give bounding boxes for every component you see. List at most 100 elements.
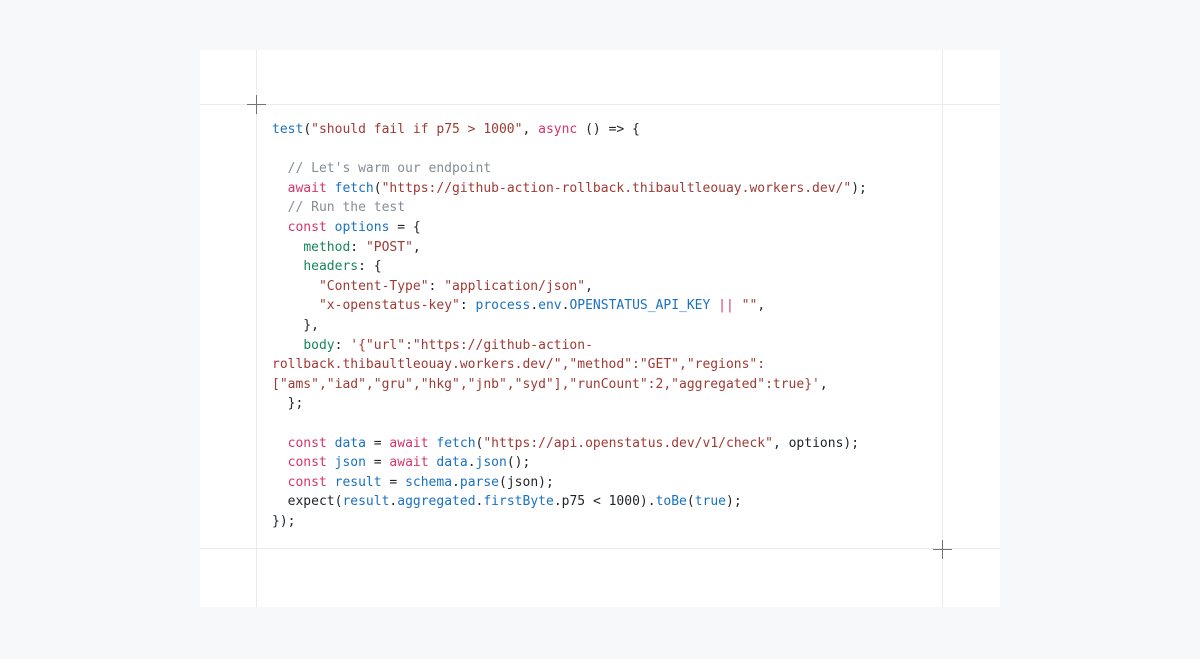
code-token-variable: schema [405,474,453,490]
code-token-plain: : { [358,259,382,275]
code-token-plain: , [522,122,539,137]
code-token-plain [272,436,288,451]
code-token-string: "" [741,298,758,314]
code-line: const json = await data.json(); [272,453,867,473]
frame-line-vertical-left [256,50,257,607]
code-token-plain [327,455,335,470]
code-token-plain: . [389,494,398,510]
code-token-variable: true [694,494,727,510]
code-token-plain [272,455,288,470]
code-line: rollback.thibaultleouay.workers.dev/","m… [272,355,867,375]
code-token-plain: . [530,298,539,314]
code-token-plain: expect( [272,494,343,510]
code-token-plain [710,298,718,313]
code-token-plain: . [467,455,476,471]
code-token-string: ["ams","iad","gru","hkg","jnb","syd"],"r… [272,376,820,392]
code-line: }); [272,512,867,532]
code-token-variable: json [334,455,366,471]
code-token-keyword: await [389,455,429,471]
code-token-plain [734,298,742,313]
frame-line-horizontal-bottom [200,548,1000,549]
code-token-variable: result [342,494,390,510]
code-line: test("should fail if p75 > 1000", async … [272,120,867,140]
code-token-plain: , [757,298,766,314]
code-token-variable: aggregated [397,494,476,510]
code-token-variable: result [334,474,382,490]
code-token-comment: // Run the test [272,200,406,216]
code-token-comment: // Let's warm our endpoint [272,161,492,177]
code-token-plain [272,475,288,490]
code-line [272,414,867,434]
code-token-function: toBe [655,494,687,510]
code-token-plain [327,220,335,235]
code-token-plain: , [819,376,828,392]
code-token-variable: OPENSTATUS_API_KEY [569,298,711,314]
code-token-plain: . [475,494,484,510]
code-token-variable: process [475,298,531,314]
crop-mark-bottom-right-icon [933,540,952,559]
code-token-string: "https://api.openstatus.dev/v1/check" [483,435,773,451]
code-token-function: parse [459,474,500,490]
code-token-plain: . [561,298,570,314]
code-token-property: method [303,239,351,255]
code-token-plain [272,279,319,294]
code-line [272,140,867,160]
code-token-keyword: async [538,122,578,137]
code-token-plain: }; [272,396,304,412]
code-line: // Run the test [272,198,867,218]
frame-line-vertical-right [942,50,943,607]
code-line: method: "POST", [272,238,867,258]
code-token-function: fetch [436,435,476,451]
code-token-plain: , [585,278,593,294]
code-token-plain: (); [506,455,531,471]
code-token-keyword: const [287,474,327,490]
code-token-string: "POST" [365,239,413,255]
code-token-plain [272,338,303,353]
code-token-plain: : [350,239,366,255]
crop-mark-top-left-icon [247,95,266,114]
code-token-plain: = [381,474,406,490]
code-token-plain: .p75 < 1000). [553,494,656,510]
code-token-function: fetch [334,180,374,196]
code-token-variable: firstByte [483,494,554,510]
code-token-plain: }, [272,317,319,333]
code-token-string: "x-openstatus-key" [318,298,460,314]
content-card: test("should fail if p75 > 1000", async … [200,50,1000,607]
code-token-plain: (json); [499,474,554,490]
code-token-plain: () => { [577,122,640,137]
code-token-plain: = [365,455,390,471]
code-token-keyword: await [287,180,327,196]
code-line: "x-openstatus-key": process.env.OPENSTAT… [272,296,867,316]
code-token-function: json [475,455,507,471]
code-token-keyword: const [287,219,327,235]
code-token-plain: ); [726,494,742,510]
code-line: expect(result.aggregated.firstByte.p75 <… [272,492,867,512]
code-line: const options = { [272,218,867,238]
code-token-plain: : [428,278,445,294]
code-token-plain [327,436,335,451]
code-token-string: "should fail if p75 > 1000" [311,122,523,137]
code-token-string: "Content-Type" [318,278,429,294]
code-token-plain [272,220,288,235]
code-token-function: test [272,122,304,137]
code-token-plain: . [452,474,460,490]
code-token-property: body [303,337,335,353]
frame-line-horizontal-top [200,104,1000,105]
code-line: headers: { [272,257,867,277]
code-token-plain: = [365,435,390,451]
code-token-keyword: await [389,435,429,451]
code-token-variable: env [538,298,562,314]
code-token-plain [272,181,288,196]
code-line: const result = schema.parse(json); [272,473,867,493]
code-line: ["ams","iad","gru","hkg","jnb","syd"],"r… [272,375,867,395]
code-token-plain: = { [389,219,421,235]
code-token-plain: : [334,337,351,353]
code-token-keyword: const [287,455,327,471]
code-token-property: headers [303,259,359,275]
code-token-plain: , options); [772,435,860,451]
code-token-plain: : [459,298,476,314]
code-token-plain [272,259,303,274]
code-token-string: '{"url":"https://github-action- [350,337,593,353]
code-token-keyword: || [718,298,734,314]
